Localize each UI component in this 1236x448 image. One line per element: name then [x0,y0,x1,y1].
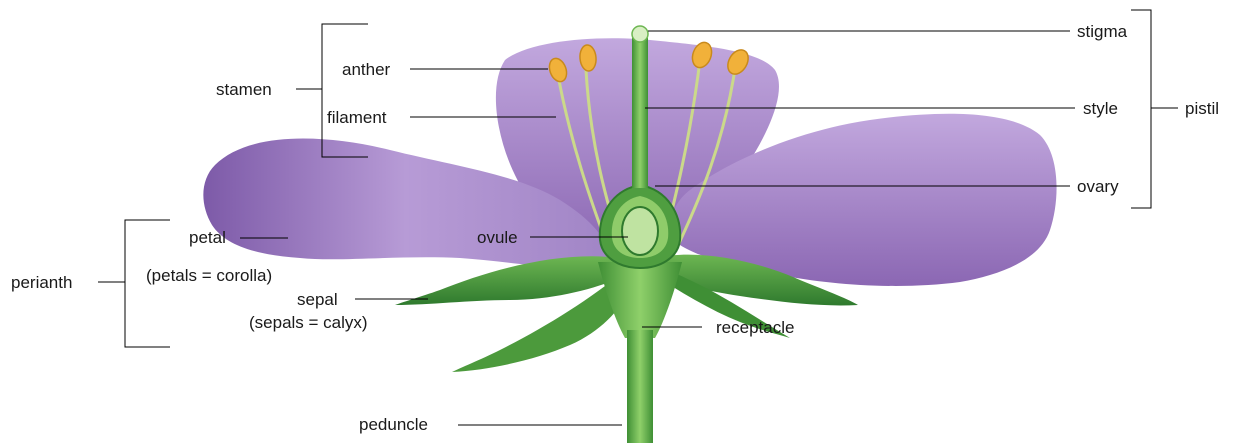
label-stamen: stamen [216,80,272,100]
label-petals-note: (petals = corolla) [146,266,272,286]
style-column [632,38,648,188]
label-ovule: ovule [477,228,518,248]
label-anther: anther [342,60,390,80]
label-peduncle: peduncle [359,415,428,435]
label-sepal: sepal [297,290,338,310]
label-sepals-note: (sepals = calyx) [249,313,368,333]
label-style: style [1083,99,1118,119]
stigma [632,26,648,42]
sepal-left [395,256,620,305]
ovule [622,207,658,255]
label-filament: filament [327,108,387,128]
label-perianth: perianth [11,273,72,293]
label-receptacle: receptacle [716,318,794,338]
label-pistil: pistil [1185,99,1219,119]
label-ovary: ovary [1077,177,1119,197]
label-stigma: stigma [1077,22,1127,42]
peduncle-stem [627,330,653,443]
label-petal: petal [189,228,226,248]
